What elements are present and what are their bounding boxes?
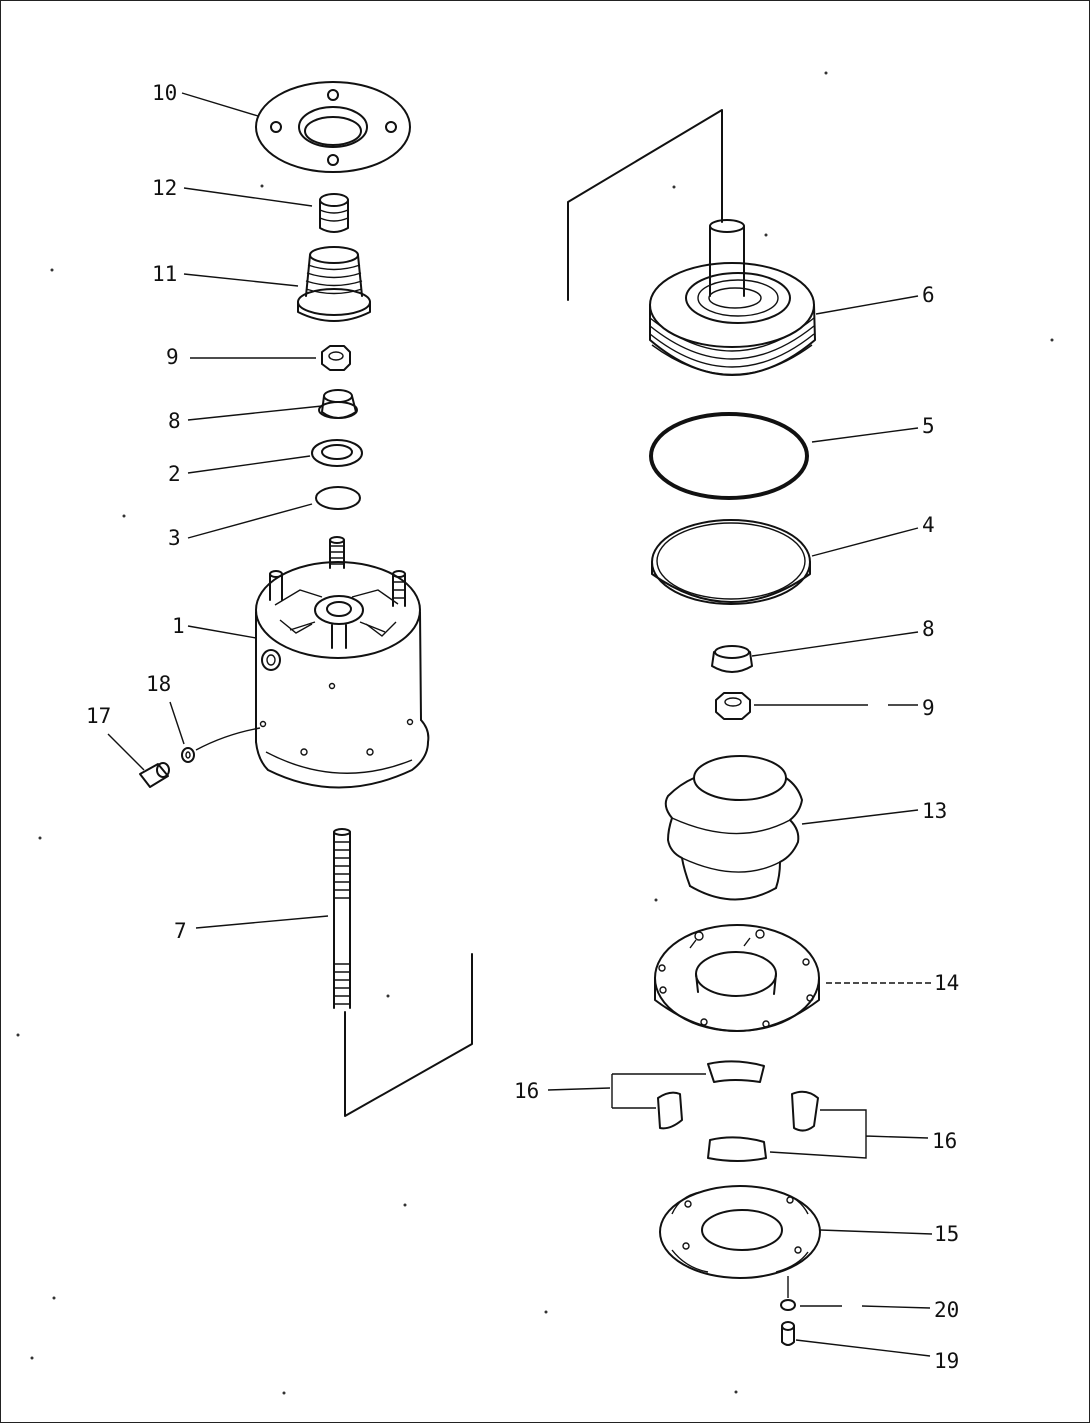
callout-4: 4 <box>922 513 935 537</box>
callouts: 10 12 11 9 8 2 3 1 18 17 7 6 5 4 8 9 13 … <box>86 81 959 1373</box>
callout-10: 10 <box>152 81 177 105</box>
callout-7: 7 <box>174 919 187 943</box>
specks <box>16 71 1054 1395</box>
callout-20: 20 <box>934 1298 959 1322</box>
part-18-washer <box>181 747 195 763</box>
part-3-o-ring <box>315 486 361 510</box>
part-11-threaded-fitting <box>297 246 371 322</box>
callout-12: 12 <box>152 176 177 200</box>
part-1-housing <box>255 536 430 789</box>
assembly-line-left <box>344 953 473 1117</box>
part-14-housing-ring <box>654 924 820 1032</box>
callout-16-right: 16 <box>932 1129 957 1153</box>
part-10-flange <box>255 81 411 173</box>
callout-17: 17 <box>86 704 111 728</box>
part-15-end-plate <box>659 1185 821 1279</box>
callout-19: 19 <box>934 1349 959 1373</box>
callout-16-left: 16 <box>514 1079 539 1103</box>
callout-2: 2 <box>168 462 181 486</box>
callout-6: 6 <box>922 283 935 307</box>
callout-9-lower: 9 <box>922 696 935 720</box>
part-9-hex-nut-upper <box>321 345 351 371</box>
callout-13: 13 <box>922 799 947 823</box>
part-19-screw <box>781 1321 795 1346</box>
assembly-line-right <box>567 109 723 301</box>
part-2-washer <box>311 439 363 467</box>
callout-5: 5 <box>922 414 935 438</box>
callout-3: 3 <box>168 526 181 550</box>
part-13-bellows <box>664 755 803 901</box>
callout-9-upper: 9 <box>166 345 179 369</box>
part-16-segments <box>657 1060 819 1162</box>
callout-8-upper: 8 <box>168 409 181 433</box>
part-4-backup-ring <box>651 519 811 605</box>
callout-8-lower: 8 <box>922 617 935 641</box>
part-20-washer <box>780 1299 796 1311</box>
part-5-large-o-ring <box>649 412 809 500</box>
part-9-hex-nut-lower <box>715 692 751 720</box>
part-8-flange-nut-upper <box>318 389 358 419</box>
part-6-piston <box>649 219 816 376</box>
leader-lines <box>107 92 933 1357</box>
part-7-stud <box>333 828 351 1009</box>
part-12-plug <box>319 193 349 233</box>
callout-15: 15 <box>934 1222 959 1246</box>
part-17-bolt <box>139 762 170 788</box>
callout-11: 11 <box>152 262 177 286</box>
part-8-flange-nut-lower <box>711 645 753 673</box>
callout-14: 14 <box>934 971 959 995</box>
callout-18: 18 <box>146 672 171 696</box>
callout-1: 1 <box>172 614 185 638</box>
